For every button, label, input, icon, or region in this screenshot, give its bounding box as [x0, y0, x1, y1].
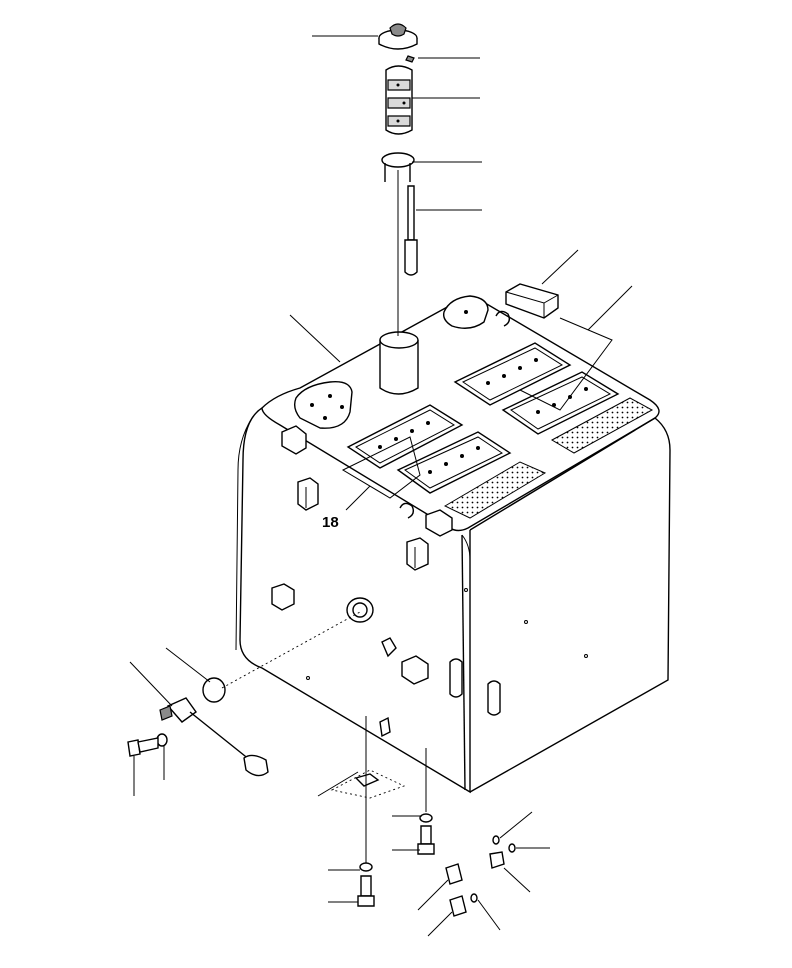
bolt-bottom-1 — [357, 875, 375, 907]
small-fitting — [381, 637, 397, 658]
washer-bottom-2 — [419, 813, 433, 823]
gasket-group-lines — [341, 317, 613, 499]
small-fitting-2 — [379, 716, 391, 738]
o-ring-1 — [470, 893, 478, 903]
elbow-fitting — [445, 863, 467, 917]
mount-block-2 — [406, 537, 429, 571]
level-sender — [159, 697, 269, 777]
sensor-block — [505, 283, 559, 319]
inspection-plate-2 — [396, 431, 512, 494]
filler-neck — [379, 331, 419, 395]
inspection-plate-1 — [346, 404, 464, 469]
top-cover-left — [293, 381, 353, 429]
lens-axis — [221, 611, 361, 689]
mount-block-4 — [401, 655, 429, 685]
washer-bottom-1 — [359, 862, 373, 872]
bolt-bottom-2 — [417, 825, 435, 855]
support-bracket — [330, 769, 406, 799]
inspection-plate-3 — [453, 342, 572, 406]
filler-cap — [378, 23, 418, 50]
cap-pin — [405, 55, 415, 63]
non-slip-pad-2 — [550, 397, 654, 454]
gauge-stick — [404, 185, 418, 276]
o-ring-3 — [508, 843, 516, 853]
drain-plug — [489, 851, 505, 869]
mount-block-1 — [297, 477, 319, 511]
inspection-plate-4 — [501, 371, 620, 435]
tank-body — [235, 296, 671, 794]
o-ring-2 — [492, 835, 500, 845]
callout-18: 18 — [322, 514, 339, 531]
strainer — [385, 65, 413, 135]
clip-top — [495, 310, 511, 327]
top-cover-right — [442, 295, 489, 329]
sight-gauge-lens — [202, 677, 226, 703]
leader-lines — [129, 35, 633, 937]
drain-port-1 — [449, 658, 463, 698]
bracket-front — [425, 509, 453, 537]
clip-front — [399, 502, 415, 519]
strainer-ring — [381, 152, 415, 182]
non-slip-pad-1 — [443, 461, 547, 519]
drain-port-2 — [487, 680, 501, 716]
bolt-sender — [127, 737, 159, 757]
gauge-port — [346, 597, 374, 623]
bracket-left — [281, 425, 307, 455]
mount-block-3 — [271, 583, 295, 611]
